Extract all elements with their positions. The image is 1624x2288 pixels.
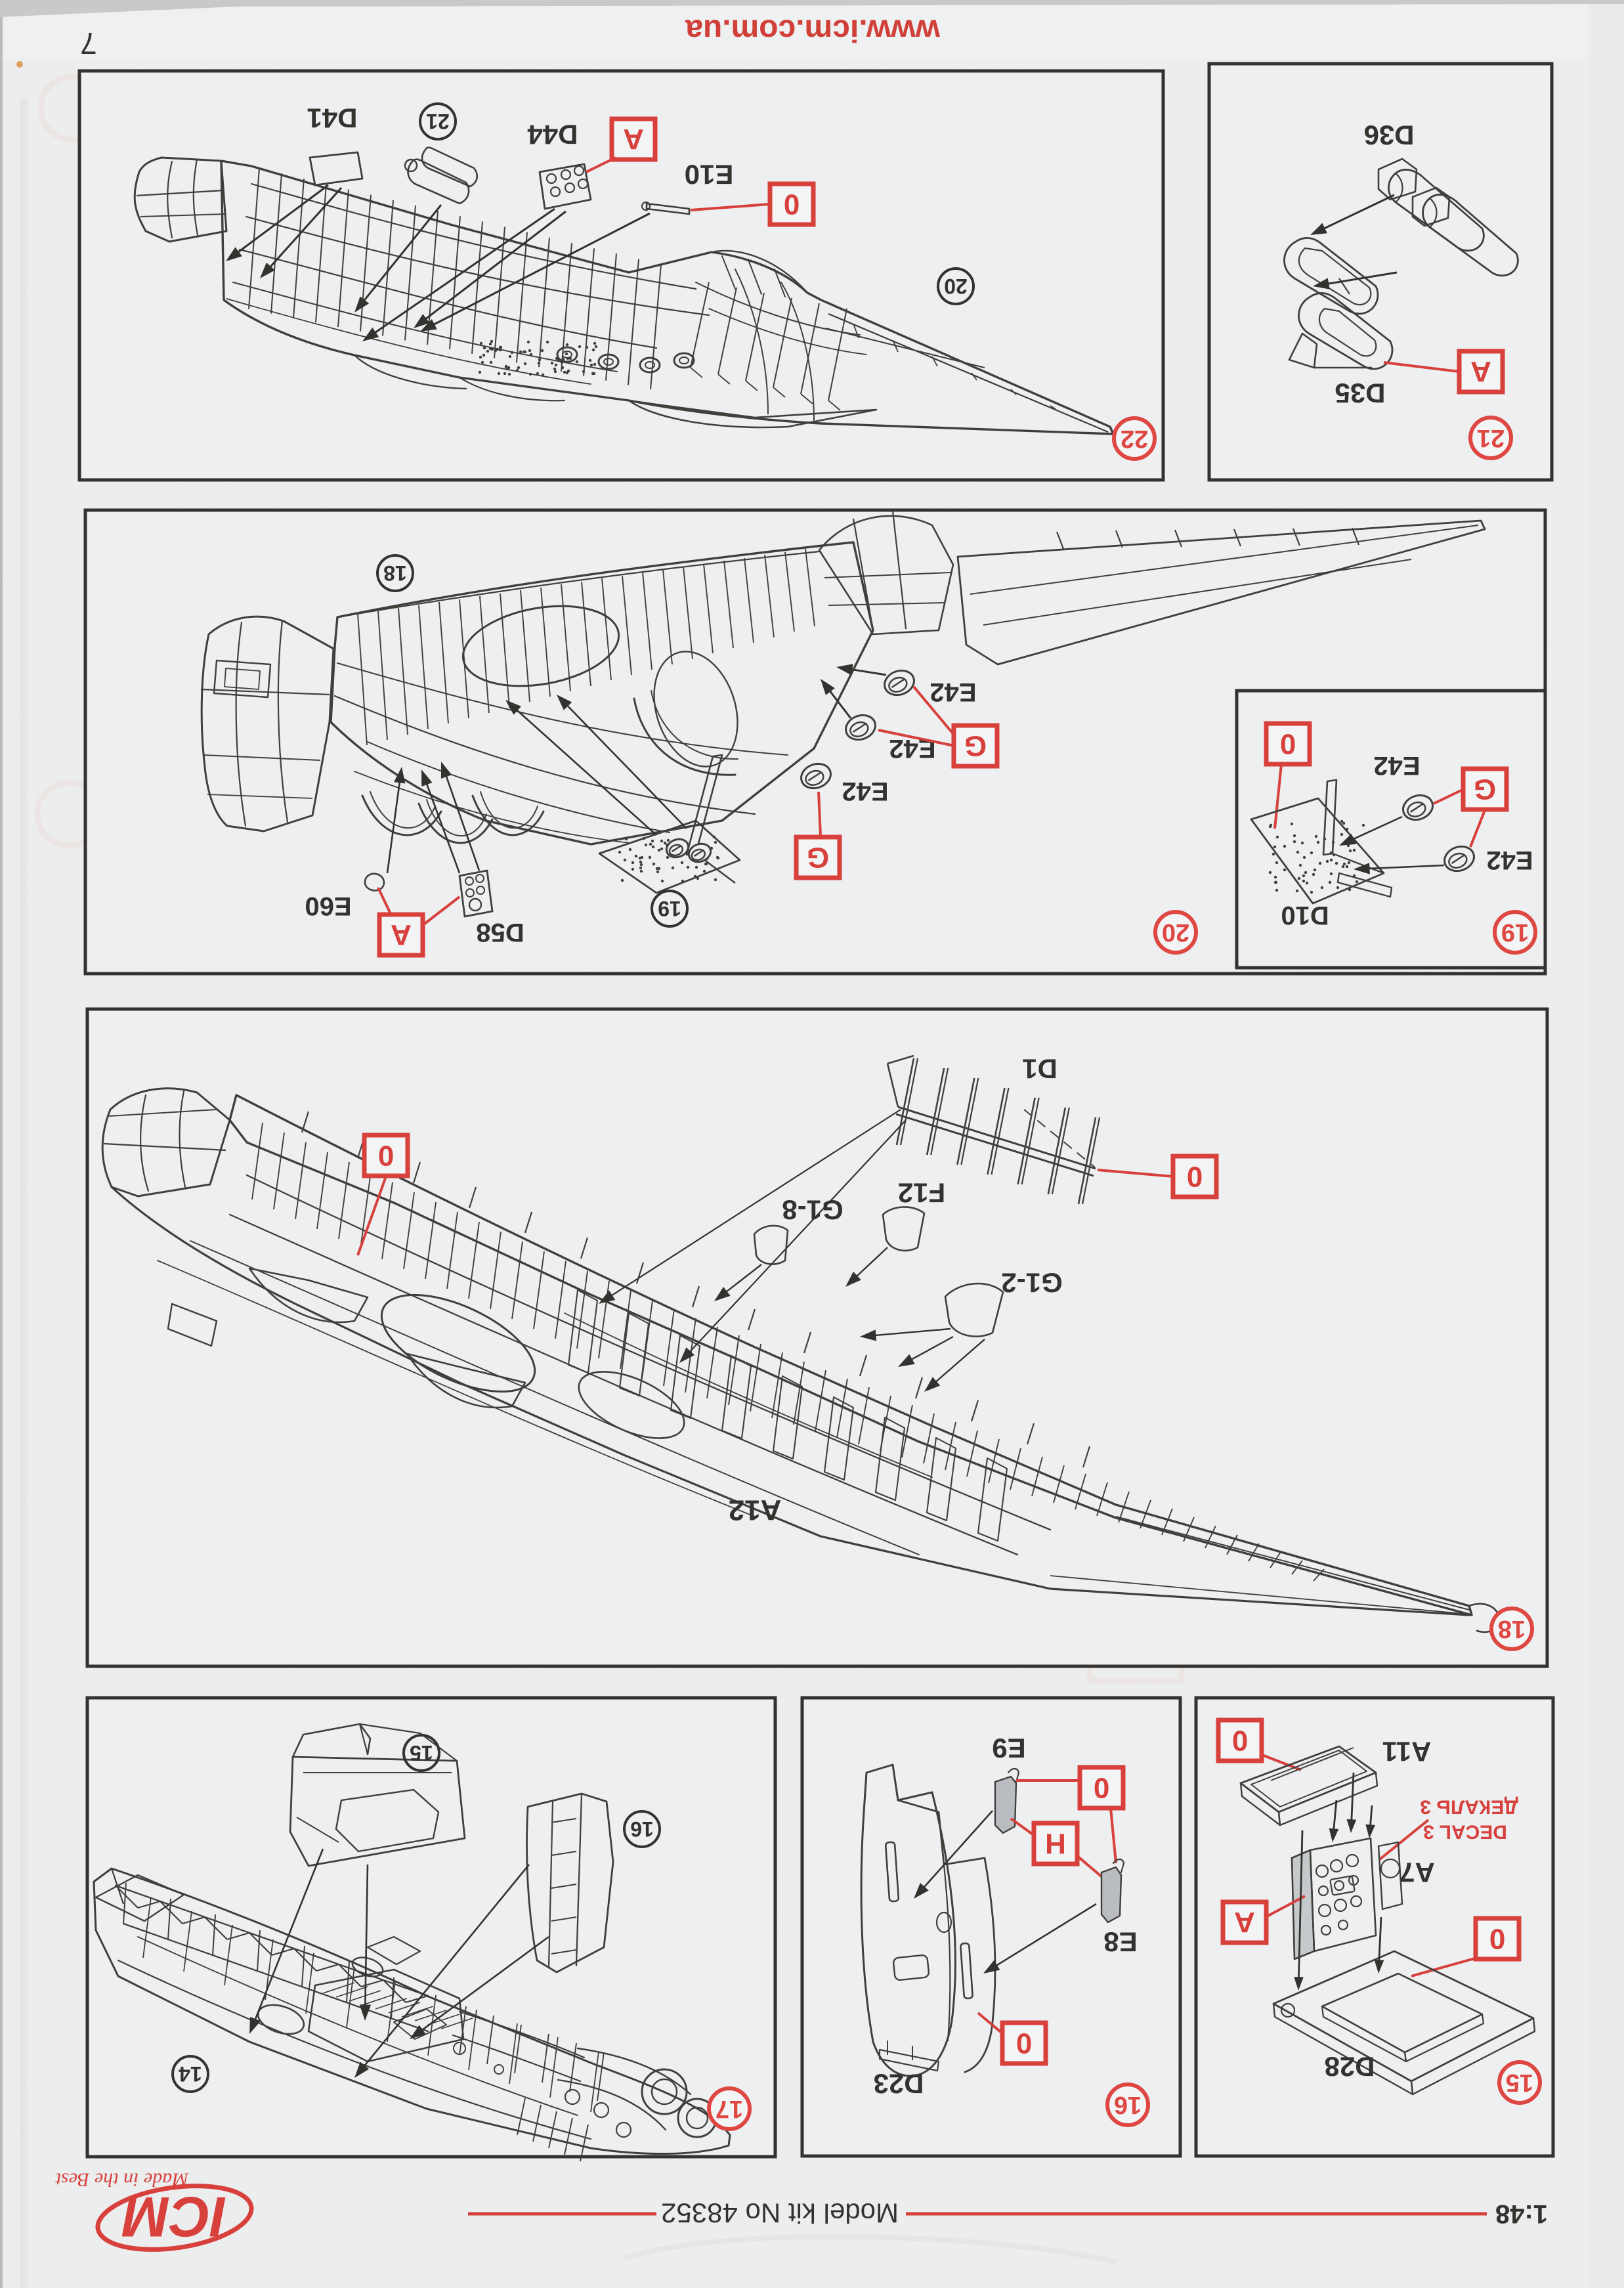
svg-text:D58: D58 <box>476 918 524 947</box>
svg-text:D35: D35 <box>1335 378 1385 409</box>
svg-text:0: 0 <box>784 188 800 221</box>
svg-text:16: 16 <box>630 1817 654 1841</box>
svg-text:14: 14 <box>179 2062 202 2086</box>
svg-text:0: 0 <box>1280 728 1296 760</box>
svg-text:E42: E42 <box>842 777 888 806</box>
svg-text:E42: E42 <box>1373 751 1420 780</box>
svg-text:0: 0 <box>378 1140 394 1172</box>
svg-text:0: 0 <box>1489 1923 1505 1955</box>
svg-text:15: 15 <box>1506 2069 1533 2096</box>
svg-text:1:48: 1:48 <box>1495 2199 1548 2228</box>
svg-text:E10: E10 <box>685 160 734 190</box>
svg-text:D1: D1 <box>1022 1054 1058 1085</box>
svg-text:A7: A7 <box>1400 1857 1435 1888</box>
svg-text:0: 0 <box>1232 1725 1248 1757</box>
svg-text:F12: F12 <box>898 1178 945 1209</box>
svg-text:0: 0 <box>1094 1772 1109 1804</box>
svg-text:A: A <box>1470 356 1491 388</box>
svg-text:H: H <box>1045 1828 1066 1860</box>
svg-text:G: G <box>1474 773 1496 806</box>
svg-text:15: 15 <box>410 1741 433 1765</box>
svg-text:18: 18 <box>383 561 407 585</box>
svg-text:G1-8: G1-8 <box>782 1195 843 1226</box>
svg-text:Model kit No 48352: Model kit No 48352 <box>661 2198 899 2229</box>
svg-text:0: 0 <box>1016 2027 1032 2060</box>
svg-text:D28: D28 <box>1324 2052 1375 2083</box>
svg-text:19: 19 <box>658 897 681 920</box>
svg-text:A12: A12 <box>729 1494 782 1526</box>
svg-text:A: A <box>1234 1907 1255 1939</box>
svg-text:A: A <box>623 123 644 156</box>
svg-text:E42: E42 <box>1486 846 1533 874</box>
svg-text:G: G <box>807 842 829 874</box>
svg-text:22: 22 <box>1121 425 1148 452</box>
svg-text:ICM: ICM <box>121 2185 226 2248</box>
svg-text:0: 0 <box>1187 1161 1203 1193</box>
svg-text:20: 20 <box>944 274 968 298</box>
svg-text:E9: E9 <box>992 1733 1025 1764</box>
svg-text:18: 18 <box>1498 1615 1526 1643</box>
svg-text:G1-2: G1-2 <box>1001 1268 1062 1299</box>
svg-text:ДЕКАЛЬ 3: ДЕКАЛЬ 3 <box>1420 1796 1518 1818</box>
svg-text:E8: E8 <box>1103 1927 1137 1958</box>
svg-text:Made in the Best: Made in the Best <box>55 2169 189 2191</box>
svg-text:E60: E60 <box>305 892 351 920</box>
svg-text:G: G <box>964 730 987 762</box>
svg-text:D41: D41 <box>307 103 357 134</box>
svg-text:7: 7 <box>80 26 97 60</box>
svg-text:D23: D23 <box>873 2069 924 2100</box>
svg-text:21: 21 <box>1477 424 1505 452</box>
svg-text:20: 20 <box>1162 918 1189 946</box>
svg-text:www.icm.com.ua: www.icm.com.ua <box>685 13 941 48</box>
svg-text:21: 21 <box>426 110 450 133</box>
svg-text:E42: E42 <box>889 734 935 763</box>
svg-text:D36: D36 <box>1363 120 1414 151</box>
svg-text:16: 16 <box>1114 2091 1142 2119</box>
svg-text:19: 19 <box>1501 918 1529 946</box>
svg-text:DECAL 3: DECAL 3 <box>1423 1821 1507 1843</box>
svg-text:17: 17 <box>716 2095 743 2123</box>
svg-text:D44: D44 <box>527 119 578 150</box>
svg-text:E42: E42 <box>930 678 976 706</box>
svg-text:A11: A11 <box>1382 1737 1432 1767</box>
svg-text:D10: D10 <box>1281 901 1329 930</box>
svg-text:A: A <box>391 919 412 951</box>
